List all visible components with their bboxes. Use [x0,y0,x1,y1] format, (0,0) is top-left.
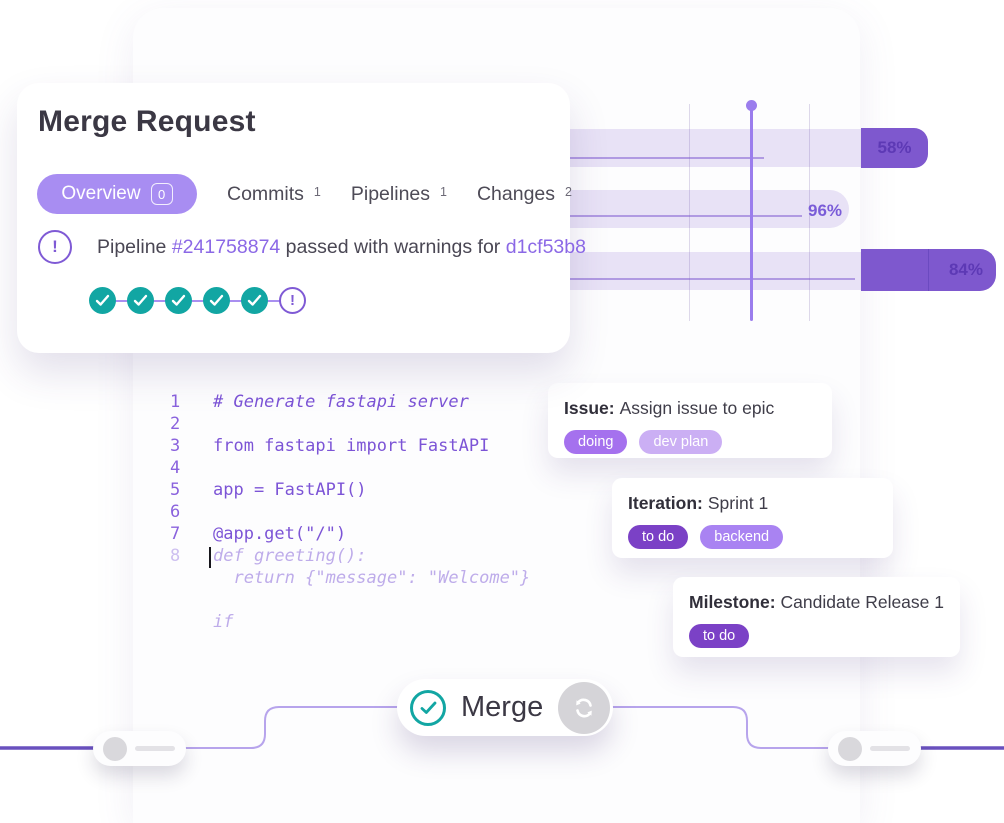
page-title: Merge Request [38,105,256,138]
line-number: 5 [170,480,181,500]
tab-changes[interactable]: Changes 2 [477,183,572,206]
merge-button[interactable]: Merge [397,679,613,736]
check-circle-icon [410,689,446,726]
chart-bar-value-1: 58% [877,138,912,157]
code-line: 4 [170,458,530,480]
line-number: 3 [170,436,181,456]
iteration-card-title: Iteration:Sprint 1 [628,493,877,514]
badge-doing[interactable]: doing [564,430,628,454]
code-line-suggestion: if [170,612,530,634]
chart-bar-value-3: 84% [948,260,983,279]
line-number: 1 [170,392,181,412]
warning-icon: ! [38,230,72,264]
line-number: 8 [170,546,181,566]
tab-changes-label: Changes [476,182,556,205]
text-cursor [209,547,211,568]
line-number [170,590,186,612]
tab-pipelines-count: 1 [440,184,447,199]
stage-connector-line [102,299,293,302]
line-number: 6 [170,502,181,522]
stage-passed-icon[interactable] [127,287,154,314]
milestone-card-title: Milestone:Candidate Release 1 [689,592,944,613]
tab-pipelines-label: Pipelines [350,182,431,205]
line-text: def greeting(): [213,546,367,566]
iteration-card-text: Sprint 1 [707,493,769,513]
slider-knob [838,736,862,761]
line-number: 7 [170,524,181,544]
code-line: 7 @app.get("/") [170,524,530,546]
issue-card-text: Assign issue to epic [619,398,775,418]
chart-bar-segment-1: 58% [861,128,928,168]
stage-warning-icon[interactable]: ! [279,287,306,314]
pipeline-stages: ! [89,287,306,314]
code-line-suggestion: 8 def greeting(): [170,546,530,568]
issue-card-label: Issue: [564,398,615,418]
refresh-icon[interactable] [558,681,610,734]
line-text: if [213,612,234,632]
milestone-card-label: Milestone: [689,592,776,612]
code-line: 2 [170,414,530,436]
line-text: return {"message": "Welcome"} [213,568,531,588]
line-number: 2 [170,414,181,434]
milestone-card-text: Candidate Release 1 [780,592,944,612]
slider-knob [103,736,127,761]
chart-bar-segment-3: 84% [861,249,996,291]
stage-passed-icon[interactable] [203,287,230,314]
stage-passed-icon[interactable] [89,287,116,314]
tab-overview-label: Overview [61,183,141,204]
tab-commits-label: Commits [227,182,304,205]
tab-pipelines[interactable]: Pipelines 1 [351,183,447,206]
left-slider-handle[interactable] [93,731,186,766]
milestone-card[interactable]: Milestone:Candidate Release 1 to do [673,577,960,657]
code-line: 6 [170,502,530,524]
merge-request-tabs: Overview 0 Commits 1 Pipelines 1 Changes… [37,174,572,214]
tab-overview[interactable]: Overview 0 [37,174,197,214]
iteration-card-label: Iteration: [628,493,703,513]
merge-button-label: Merge [461,691,544,723]
pipeline-status-row: ! Pipeline #241758874 passed with warnin… [38,230,586,264]
badge-backend[interactable]: backend [700,525,784,549]
stage-passed-icon[interactable] [165,287,192,314]
tab-commits-count: 1 [313,184,321,199]
tab-commits[interactable]: Commits 1 [227,183,321,206]
line-text: app = FastAPI() [213,480,367,500]
badge-to-do[interactable]: to do [628,525,689,549]
code-line: 1 # Generate fastapi server [170,392,530,414]
issue-card-title: Issue:Assign issue to epic [564,398,816,419]
line-number: 4 [170,458,181,478]
line-text: # Generate fastapi server [213,392,469,412]
line-number [170,568,186,590]
line-number [170,612,186,634]
slider-bar [135,746,175,751]
tab-changes-count: 2 [565,184,572,199]
code-line [170,590,530,612]
tab-overview-count: 0 [150,183,173,205]
status-text-before: Pipeline [97,235,172,258]
code-line: 3 from fastapi import FastAPI [170,436,530,458]
stage-passed-icon[interactable] [241,287,268,314]
chart-segment-divider [928,249,929,291]
commit-sha-link[interactable]: d1cf53b8 [505,235,586,258]
badge-dev-plan[interactable]: dev plan [639,430,723,454]
merge-request-card: Merge Request Overview 0 Commits 1 Pipel… [17,83,586,353]
badge-to-do[interactable]: to do [689,624,750,648]
issue-card[interactable]: Issue:Assign issue to epic doing dev pla… [548,383,832,458]
line-text: from fastapi import FastAPI [213,436,490,456]
right-slider-handle[interactable] [828,731,921,766]
slider-bar [870,746,910,751]
pipeline-id-link[interactable]: #241758874 [171,235,281,258]
pipeline-status-text: Pipeline #241758874 passed with warnings… [97,236,586,259]
line-text: @app.get("/") [213,524,347,544]
code-editor[interactable]: 1 # Generate fastapi server 2 3 from fas… [170,392,530,634]
iteration-card[interactable]: Iteration:Sprint 1 to do backend [612,478,893,558]
status-text-middle: passed with warnings for [280,235,506,258]
code-line-suggestion: return {"message": "Welcome"} [170,568,530,590]
code-line: 5 app = FastAPI() [170,480,530,502]
